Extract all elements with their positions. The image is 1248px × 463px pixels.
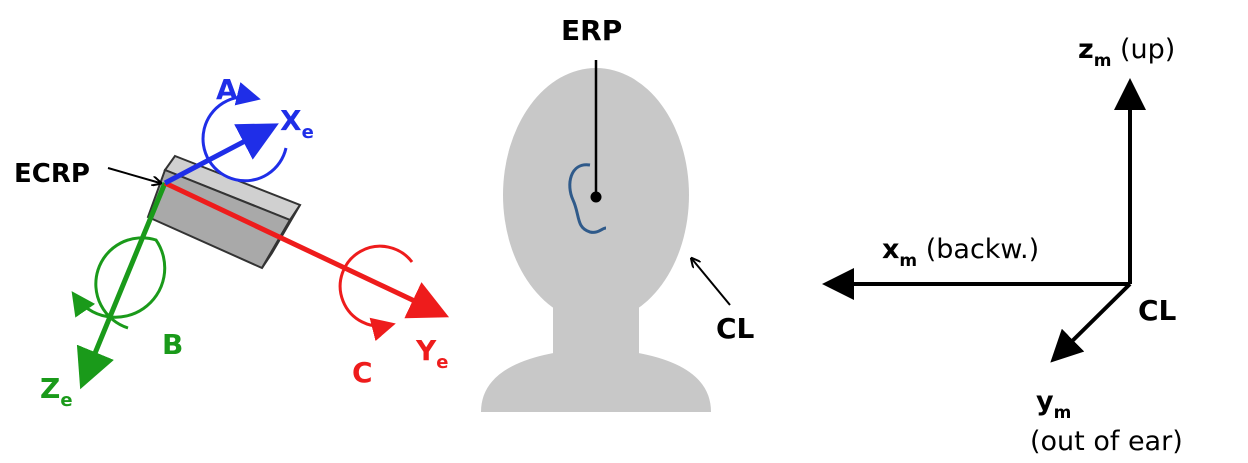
head-notch <box>678 252 690 268</box>
ye-axis-arrow <box>163 180 450 319</box>
ecrp-label: ECRP <box>14 159 90 189</box>
rotation-c-arc <box>338 244 414 342</box>
ear-outline <box>568 163 607 234</box>
rotation-b-arc <box>71 236 167 330</box>
ym-desc: (out of ear) <box>1030 426 1183 457</box>
rotation-c-label: C <box>352 356 373 389</box>
ze-label: Ze <box>40 372 73 411</box>
cl-pointer <box>692 259 731 306</box>
neck-shape <box>553 280 639 360</box>
ym-label: ym <box>1036 386 1071 423</box>
erp-dot <box>590 191 602 203</box>
ye-label: Ye <box>415 334 449 373</box>
xm-label: xm (backw.) <box>882 234 1039 271</box>
head-group: ERP CL <box>481 14 755 412</box>
origin-cl-label: CL <box>1138 294 1177 327</box>
ecrp-pointer <box>107 167 160 183</box>
cl-head-label: CL <box>716 312 755 345</box>
xe-axis-arrow <box>163 123 279 186</box>
rotation-a-arc <box>201 82 288 183</box>
ym-axis-arrow <box>1050 282 1132 363</box>
xe-label: Xe <box>280 104 314 143</box>
erp-label: ERP <box>561 14 622 47</box>
rotation-a-label: A <box>216 73 238 106</box>
rotation-b-label: B <box>162 328 183 361</box>
shoulders-shape <box>481 348 711 412</box>
zm-label: zm (up) <box>1078 34 1175 71</box>
measurement-axes-group: zm (up) xm (backw.) CL ym (out of ear) <box>822 34 1183 457</box>
ze-axis-arrow <box>76 182 168 390</box>
earphone-group: ECRP A Xe B Ze C Ye <box>14 73 450 411</box>
